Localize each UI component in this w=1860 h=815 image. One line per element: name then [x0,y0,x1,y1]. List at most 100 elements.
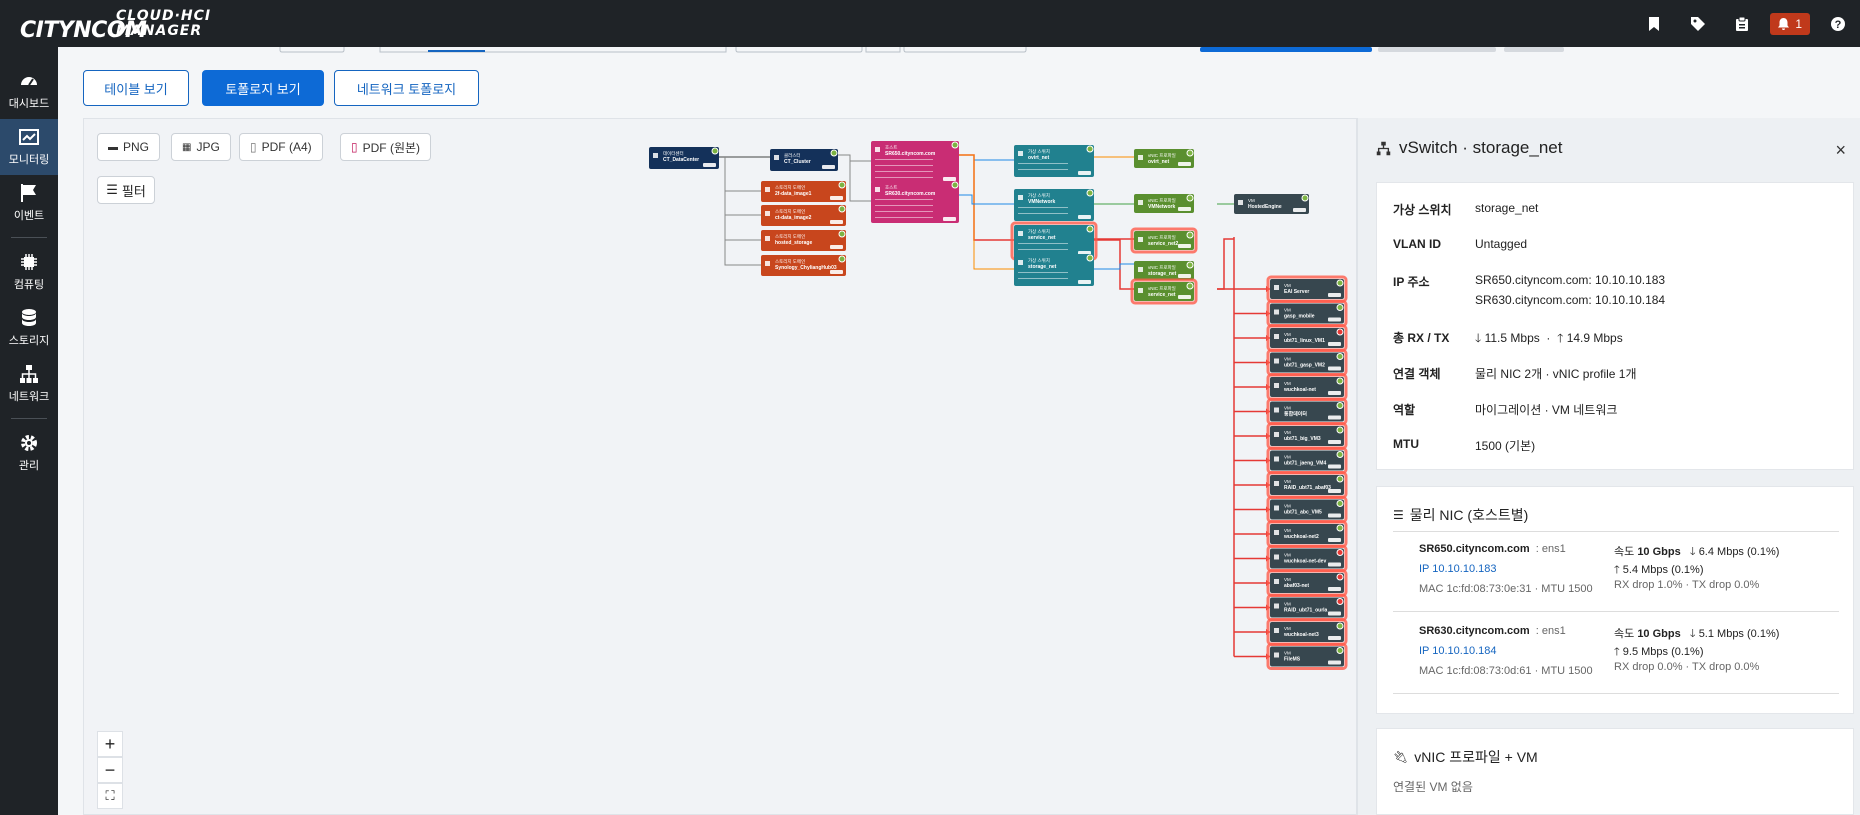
close-icon[interactable]: × [1835,140,1846,160]
panel-title: vSwitch · storage_net [1399,138,1563,157]
sidebar-item-network[interactable]: 네트워크 [0,356,58,412]
sidebar-item-admin[interactable]: 관리 [0,425,58,481]
bookmark-icon[interactable] [1632,0,1676,47]
node-box [761,181,846,202]
node-type: 클러스터 [784,152,801,159]
sidebar-item-label: 스토리지 [8,335,50,347]
speed-value: 10 Gbps [1637,628,1681,640]
node-name: FileMS [1284,657,1301,663]
network-topology-button[interactable]: 네트워크 토폴로지 [334,70,479,106]
tag-icon[interactable] [1676,0,1720,47]
zoom-in-button[interactable]: + [97,731,123,757]
node-badge [1328,293,1341,297]
node-badge [1328,342,1341,346]
nic-mac: MAC 1c:fd:08:73:0e:31 · MTU 1500 [1419,583,1593,595]
status-dot [1336,573,1344,581]
status-dot [1336,402,1344,409]
export-pdf-a4-button[interactable]: ▯ PDF (A4) [239,133,323,161]
node-box [761,205,846,226]
nic-ip[interactable]: IP 10.10.10.183 [1419,563,1497,575]
sidebar-item-dashboard[interactable]: 대시보드 [0,63,58,119]
clipboard-icon[interactable] [1720,0,1764,47]
node-badge [830,245,843,249]
node-badge [1328,464,1341,469]
nic-host: SR630.cityncom.com [1419,625,1530,637]
zoom-out-button[interactable]: − [97,757,123,783]
node-box [1270,573,1344,593]
topology-view-button[interactable]: 토폴로지 보기 [202,70,324,106]
filter-button[interactable]: ☰ 필터 [97,176,155,204]
sidebar-item-computing[interactable]: 컴퓨팅 [0,244,58,300]
node-box [761,230,846,251]
selection-halo [1130,227,1198,254]
status-dot [1336,377,1344,385]
nic-ip[interactable]: IP 10.10.10.184 [1419,645,1497,657]
node-type: VM [1284,651,1291,656]
node-box [1270,401,1344,422]
node-badge [1293,208,1306,212]
table-view-button[interactable]: 테이블 보기 [83,70,189,106]
export-jpg-button[interactable]: ▦ JPG [171,133,231,161]
chip-icon [21,254,37,270]
status-dot [1336,500,1344,507]
export-pdf-original-button[interactable]: ▯ PDF (원본) [340,133,432,161]
node-type: 호스트 [885,185,897,190]
alert-button[interactable]: 1 [1770,12,1810,35]
fit-view-button[interactable]: ⛶ [97,783,123,809]
node-icon [1138,237,1143,242]
database-icon [22,309,36,326]
node-row [1018,249,1068,250]
topology-canvas[interactable]: ▬ PNG ▦ JPG ▯ PDF (A4) ▯ PDF (원본) ☰ 필터 데… [83,118,1357,815]
topology-edge [724,157,761,216]
node-name: ubt71_big_VM3 [1284,436,1321,442]
sidebar-item-storage[interactable]: 스토리지 [0,300,58,356]
node-name: service_net [1148,292,1176,298]
sidebar-item-monitoring[interactable]: 모니터링 [0,119,58,175]
status-dot [1336,328,1344,336]
help-icon[interactable]: ? [1816,0,1860,47]
status-dot [838,230,846,238]
sidebar-item-label: 이벤트 [13,210,45,222]
node-badge [1328,317,1341,322]
node-name: SR630.cityncom.com [885,191,936,197]
sidebar-item-events[interactable]: 이벤트 [0,175,58,231]
file-pdf-icon: ▯ [351,140,358,154]
node-name: hosted_storage [775,240,812,246]
export-png-button[interactable]: ▬ PNG [97,133,161,161]
